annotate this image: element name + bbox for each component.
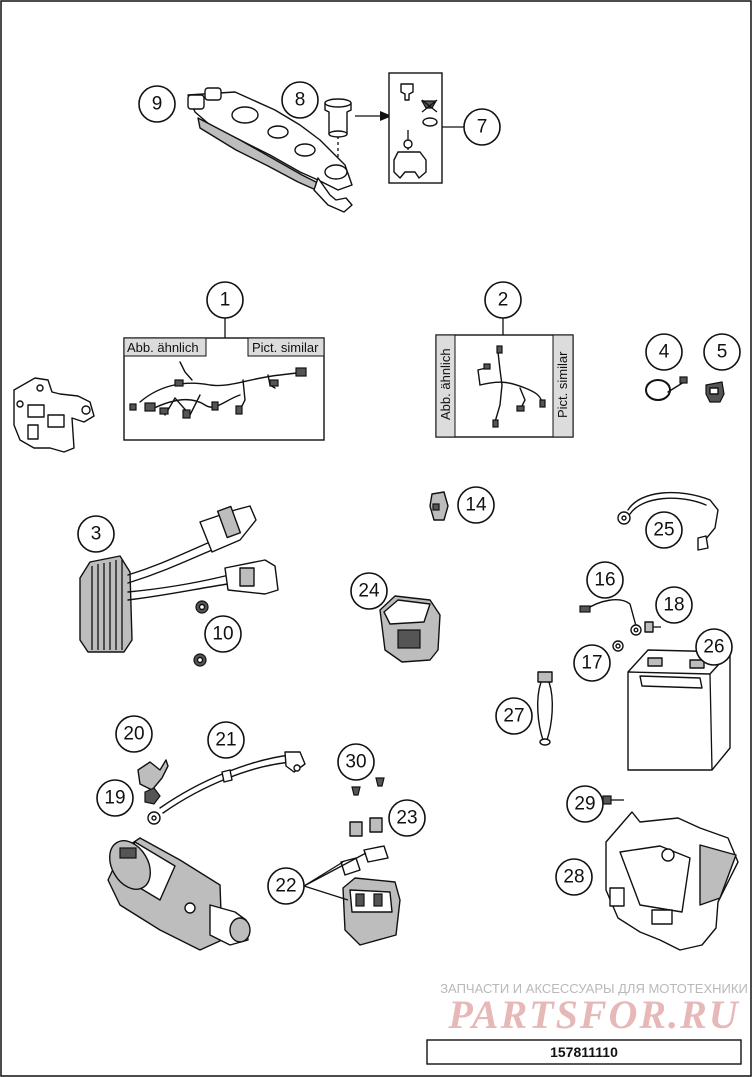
part-1-harness-box: Abb. ähnlich Pict. similar [123,337,325,441]
arrow-head [380,111,392,121]
starter-motor [107,837,251,951]
watermark-tagline: ЗАПЧАСТИ И АКСЕССУАРЫ ДЛЯ МОТОТЕХНИКИ [440,981,748,996]
svg-text:7: 7 [477,117,488,138]
svg-text:19: 19 [104,788,125,809]
callout-17: 17 [573,644,611,682]
part-28-battery-tray [605,811,739,951]
svg-text:23: 23 [396,808,417,829]
svg-text:27: 27 [503,706,524,727]
part-9-bracket [187,87,353,213]
callout-26: 26 [695,628,733,666]
part-4-cable-tie [645,376,688,401]
svg-text:1: 1 [220,290,231,311]
svg-text:22: 22 [275,876,296,897]
callout-30: 30 [337,743,375,781]
callout-23: 23 [388,799,426,837]
callout-2: 2 [484,281,522,319]
part-29-screw [602,795,624,805]
callout-10: 10 [204,615,242,653]
callout-5: 5 [703,333,741,371]
svg-text:4: 4 [659,342,670,363]
svg-text:24: 24 [358,581,380,602]
drawing-code: 157811110 [550,1044,618,1060]
harness1-similar-de: Abb. ähnlich [127,340,199,355]
callout-19: 19 [96,779,134,817]
svg-text:10: 10 [212,624,233,645]
svg-text:28: 28 [563,867,584,888]
svg-text:26: 26 [703,637,724,658]
callout-27: 27 [495,697,533,735]
part-19-nut [144,787,161,805]
callout-20: 20 [115,715,153,753]
part-3-regulator [79,505,279,653]
svg-text:16: 16 [594,570,615,591]
svg-text:2: 2 [498,290,509,311]
callout-28: 28 [555,858,593,896]
svg-text:18: 18 [663,595,684,616]
part-24-control-unit [379,595,441,663]
callout-14: 14 [457,486,495,524]
part-10-screws [193,600,209,667]
part-17-washer [612,640,624,652]
callout-8: 8 [281,81,319,119]
callout-9: 9 [138,85,176,123]
svg-text:21: 21 [215,730,236,751]
part-21-starter-cable [147,751,306,825]
callout-18: 18 [655,586,693,624]
part-7-detail-box [388,72,443,184]
svg-text:25: 25 [653,520,674,541]
callout-29: 29 [566,785,604,823]
part-26-battery [627,649,731,771]
svg-text:9: 9 [152,94,163,115]
harness1-similar-en: Pict. similar [252,340,319,355]
part-27-strap [536,671,554,746]
svg-text:17: 17 [581,653,602,674]
part-14-relay [429,491,449,521]
part-5-clip [705,381,725,403]
part-22-fuse-holder [340,845,401,946]
callout-1: 1 [206,281,244,319]
svg-text:29: 29 [574,794,595,815]
svg-text:30: 30 [345,752,366,773]
svg-text:8: 8 [295,90,306,111]
svg-text:14: 14 [465,495,487,516]
part-2-harness-box: Abb. ähnlich Pict. similar [435,334,574,438]
part-23-fuses [349,817,383,837]
part-8-grommet [324,98,352,138]
drawing-code-box [426,1039,742,1065]
watermark-logo: PARTSFOR.RU [447,992,739,1037]
callout-24: 24 [350,572,388,610]
part-20-cap [137,759,169,791]
callout-22: 22 [267,867,305,905]
callout-25: 25 [645,511,683,549]
harness2-similar-en: Pict. similar [555,351,570,418]
part-30-screws [351,777,385,796]
svg-text:3: 3 [91,524,102,545]
svg-text:5: 5 [717,342,728,363]
part-25-battery-cable [617,491,719,551]
callout-7: 7 [463,108,501,146]
harness2-similar-de: Abb. ähnlich [438,348,453,420]
callout-4: 4 [645,333,683,371]
callout-21: 21 [207,721,245,759]
svg-text:20: 20 [123,724,144,745]
part-16-cable [579,599,642,636]
callout-16: 16 [586,561,624,599]
mounting-plate [13,377,95,453]
callout-3: 3 [77,515,115,553]
part-18-bolt [644,621,661,633]
